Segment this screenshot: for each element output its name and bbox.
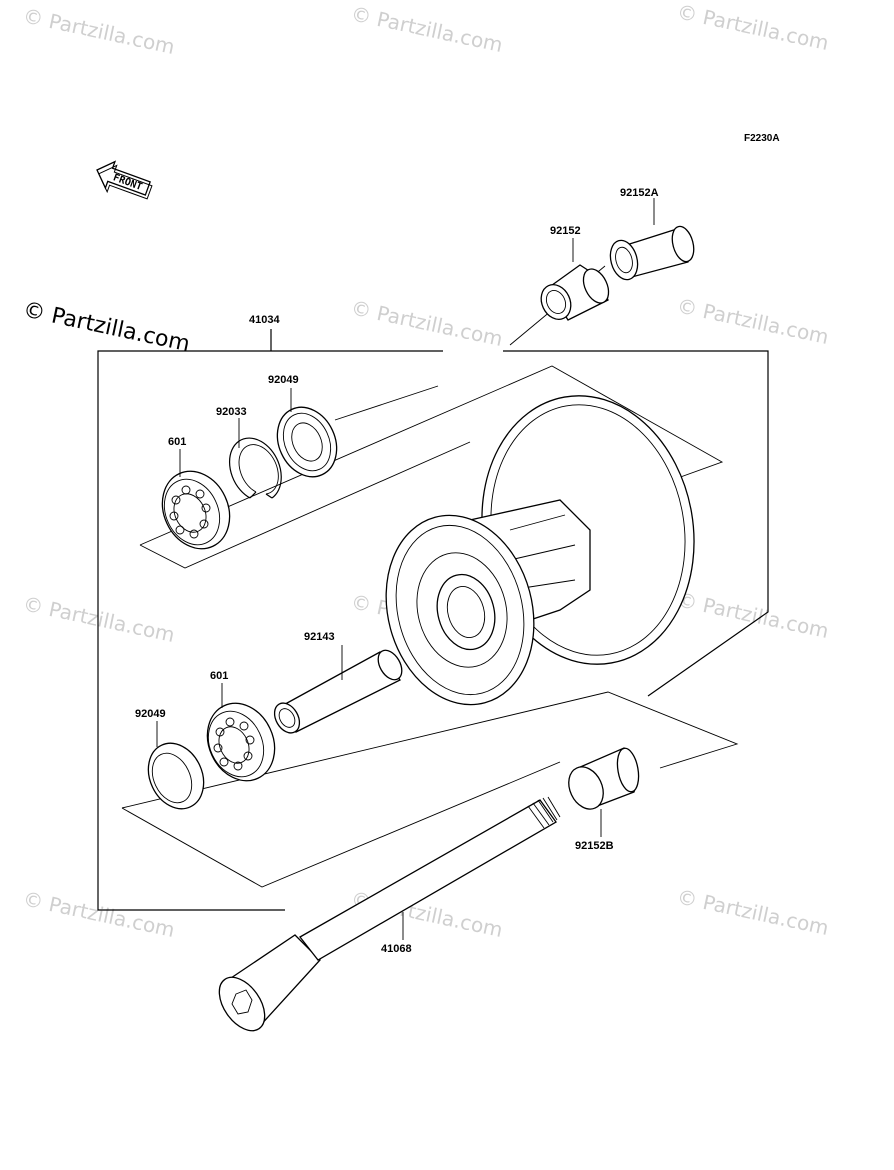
oil-seal-bottom [147, 742, 205, 810]
collar-92152 [540, 264, 610, 321]
part-labels: 92152A 92152 41034 92049 92033 601 92143… [135, 187, 659, 955]
part-label-92049-top: 92049 [268, 374, 299, 386]
part-label-41068: 41068 [381, 943, 412, 955]
watermark: © Partzilla.com [349, 295, 505, 351]
collar-92152A [609, 225, 695, 281]
watermark: © Partzilla.com [21, 591, 177, 647]
part-label-92152: 92152 [550, 225, 581, 237]
part-label-92152B: 92152B [575, 840, 614, 852]
part-label-92152A: 92152A [620, 187, 659, 199]
leader-lines [156, 198, 655, 940]
wheel-hub [385, 395, 695, 706]
upper-tray [139, 365, 724, 546]
watermarks: © Partzilla.com © Partzilla.com © Partzi… [21, 0, 831, 942]
bearing-top [161, 470, 231, 550]
part-label-601-bottom: 601 [210, 670, 228, 682]
lower-tray [121, 691, 739, 809]
watermark: © Partzilla.com [349, 1, 505, 57]
watermark: © Partzilla.com [675, 884, 831, 940]
part-label-92049-bottom: 92049 [135, 708, 166, 720]
part-label-41034: 41034 [249, 314, 280, 326]
circlip [229, 437, 282, 499]
assembly-bracket [97, 329, 769, 911]
part-label-92033: 92033 [216, 406, 247, 418]
bearing-bottom [206, 702, 276, 782]
spacer-tube [273, 649, 403, 734]
watermark: © Partzilla.com [675, 0, 831, 55]
part-label-601-top: 601 [168, 436, 186, 448]
watermark: © Partzilla.com [21, 886, 177, 942]
oil-seal-top [276, 406, 338, 478]
collar-92152B [568, 747, 640, 810]
watermark: © Partzilla.com [21, 3, 177, 59]
figure-code: F2230A [744, 133, 780, 144]
watermark: © Partzilla.com [675, 293, 831, 349]
watermark-primary: © Partzilla.com [21, 297, 192, 357]
front-arrow-icon: FRONT [96, 160, 153, 200]
axle [218, 796, 561, 1032]
watermark: © Partzilla.com [675, 587, 831, 643]
part-label-92143: 92143 [304, 631, 335, 643]
